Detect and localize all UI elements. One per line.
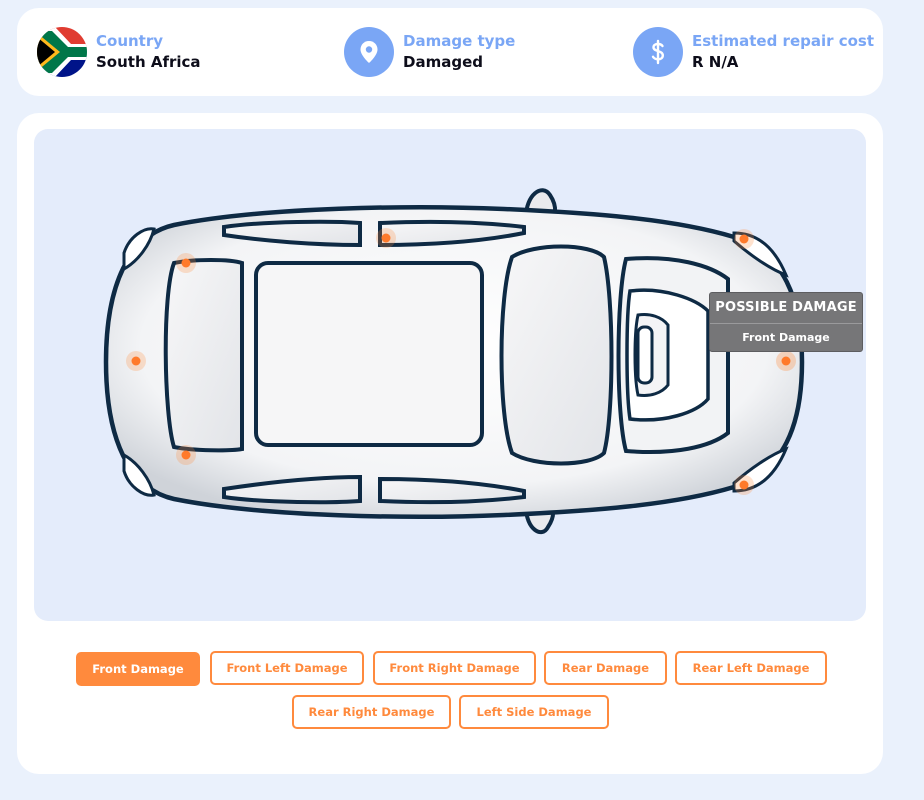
damage-map-card: POSSIBLE DAMAGE Front Damage Front Damag… (17, 113, 883, 774)
damage-type-info: Damage type Damaged (344, 27, 515, 77)
repair-cost-info: Estimated repair cost R N/A (633, 27, 874, 77)
windshield (499, 244, 614, 466)
car-diagram-panel: POSSIBLE DAMAGE Front Damage (34, 129, 866, 621)
car-top-view-diagram (103, 188, 805, 535)
front-left-damage-button[interactable]: Front Left Damage (210, 651, 364, 685)
rear-window (163, 258, 244, 453)
tooltip-subtitle: Front Damage (742, 331, 830, 344)
left-side-damage-button[interactable]: Left Side Damage (459, 695, 609, 729)
damage-type-value: Damaged (403, 53, 483, 71)
tooltip-title: POSSIBLE DAMAGE (710, 293, 862, 324)
possible-damage-tooltip: POSSIBLE DAMAGE Front Damage (709, 292, 863, 352)
rear-right-damage-button[interactable]: Rear Right Damage (292, 695, 451, 729)
info-header-card: Country South Africa Damage type Damaged… (17, 8, 883, 96)
repair-cost-label: Estimated repair cost (692, 32, 875, 50)
rear-damage-button[interactable]: Rear Damage (544, 651, 667, 685)
dollar-icon (633, 27, 683, 77)
country-info: Country South Africa (37, 27, 201, 77)
rear-left-damage-button[interactable]: Rear Left Damage (675, 651, 827, 685)
country-label: Country (96, 32, 164, 50)
repair-cost-value: R N/A (692, 53, 739, 71)
front-damage-button[interactable]: Front Damage (76, 652, 200, 686)
damage-type-label: Damage type (403, 32, 516, 50)
front-right-damage-button[interactable]: Front Right Damage (373, 651, 536, 685)
south-africa-flag-icon (37, 27, 87, 77)
damage-points (126, 228, 796, 495)
roof (254, 261, 484, 447)
location-pin-icon (344, 27, 394, 77)
country-value: South Africa (96, 53, 201, 71)
